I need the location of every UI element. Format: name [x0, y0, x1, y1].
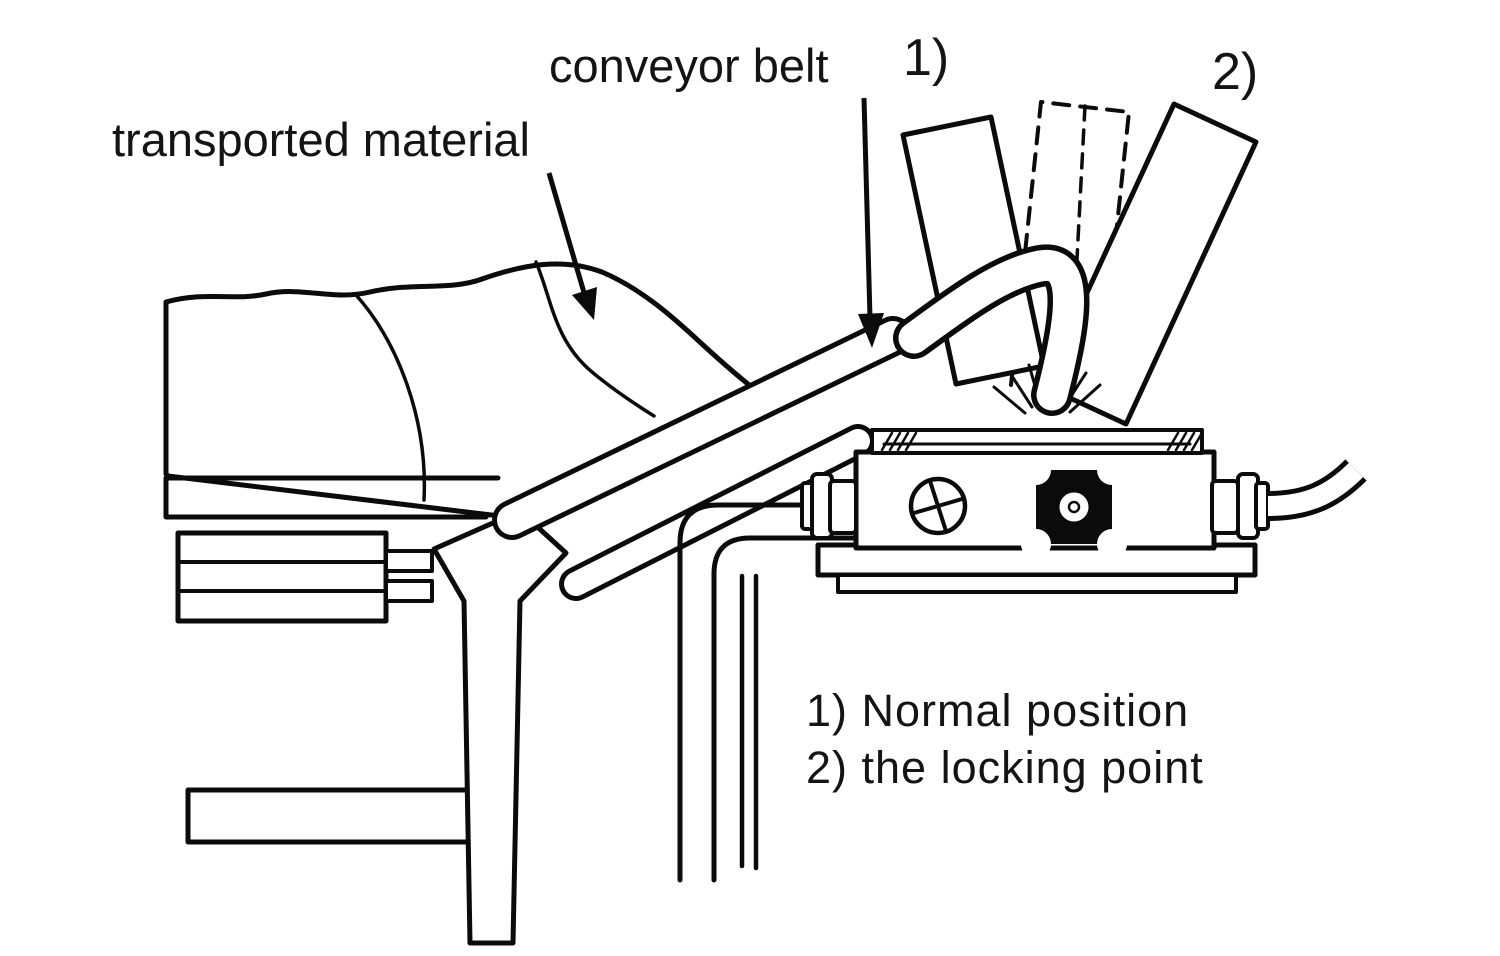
cam-plate: [1021, 455, 1127, 559]
label-conveyor-belt: conveyor belt: [549, 39, 829, 92]
legend-line-normal-position: 1) Normal position: [806, 685, 1190, 736]
frame-pipes: [677, 502, 861, 883]
screw-head: [908, 476, 968, 536]
legend: 1) Normal position 2) the locking point: [806, 682, 1204, 796]
lever-normal-position: [900, 114, 1047, 387]
label-transported-material: transported material: [112, 113, 530, 166]
lid-hatch-right: [1166, 431, 1204, 452]
conveyor-belt: [492, 316, 913, 601]
cable: [1267, 459, 1367, 521]
legend-line-locking-point: 2) the locking point: [806, 742, 1204, 793]
platform: [163, 475, 501, 624]
lever-paddle: [893, 244, 1090, 416]
lid-hatch-left: [880, 431, 918, 452]
arrow-transported-material: [546, 172, 597, 320]
arrow-conveyor-belt: [858, 97, 884, 348]
cable-gland-right: [1210, 472, 1270, 540]
label-marker-1: 1): [903, 29, 950, 87]
label-marker-2: 2): [1212, 43, 1259, 101]
lever-locking-position: [1041, 101, 1259, 427]
switch-housing: [800, 428, 1270, 594]
cable-gland-left: [800, 472, 858, 540]
